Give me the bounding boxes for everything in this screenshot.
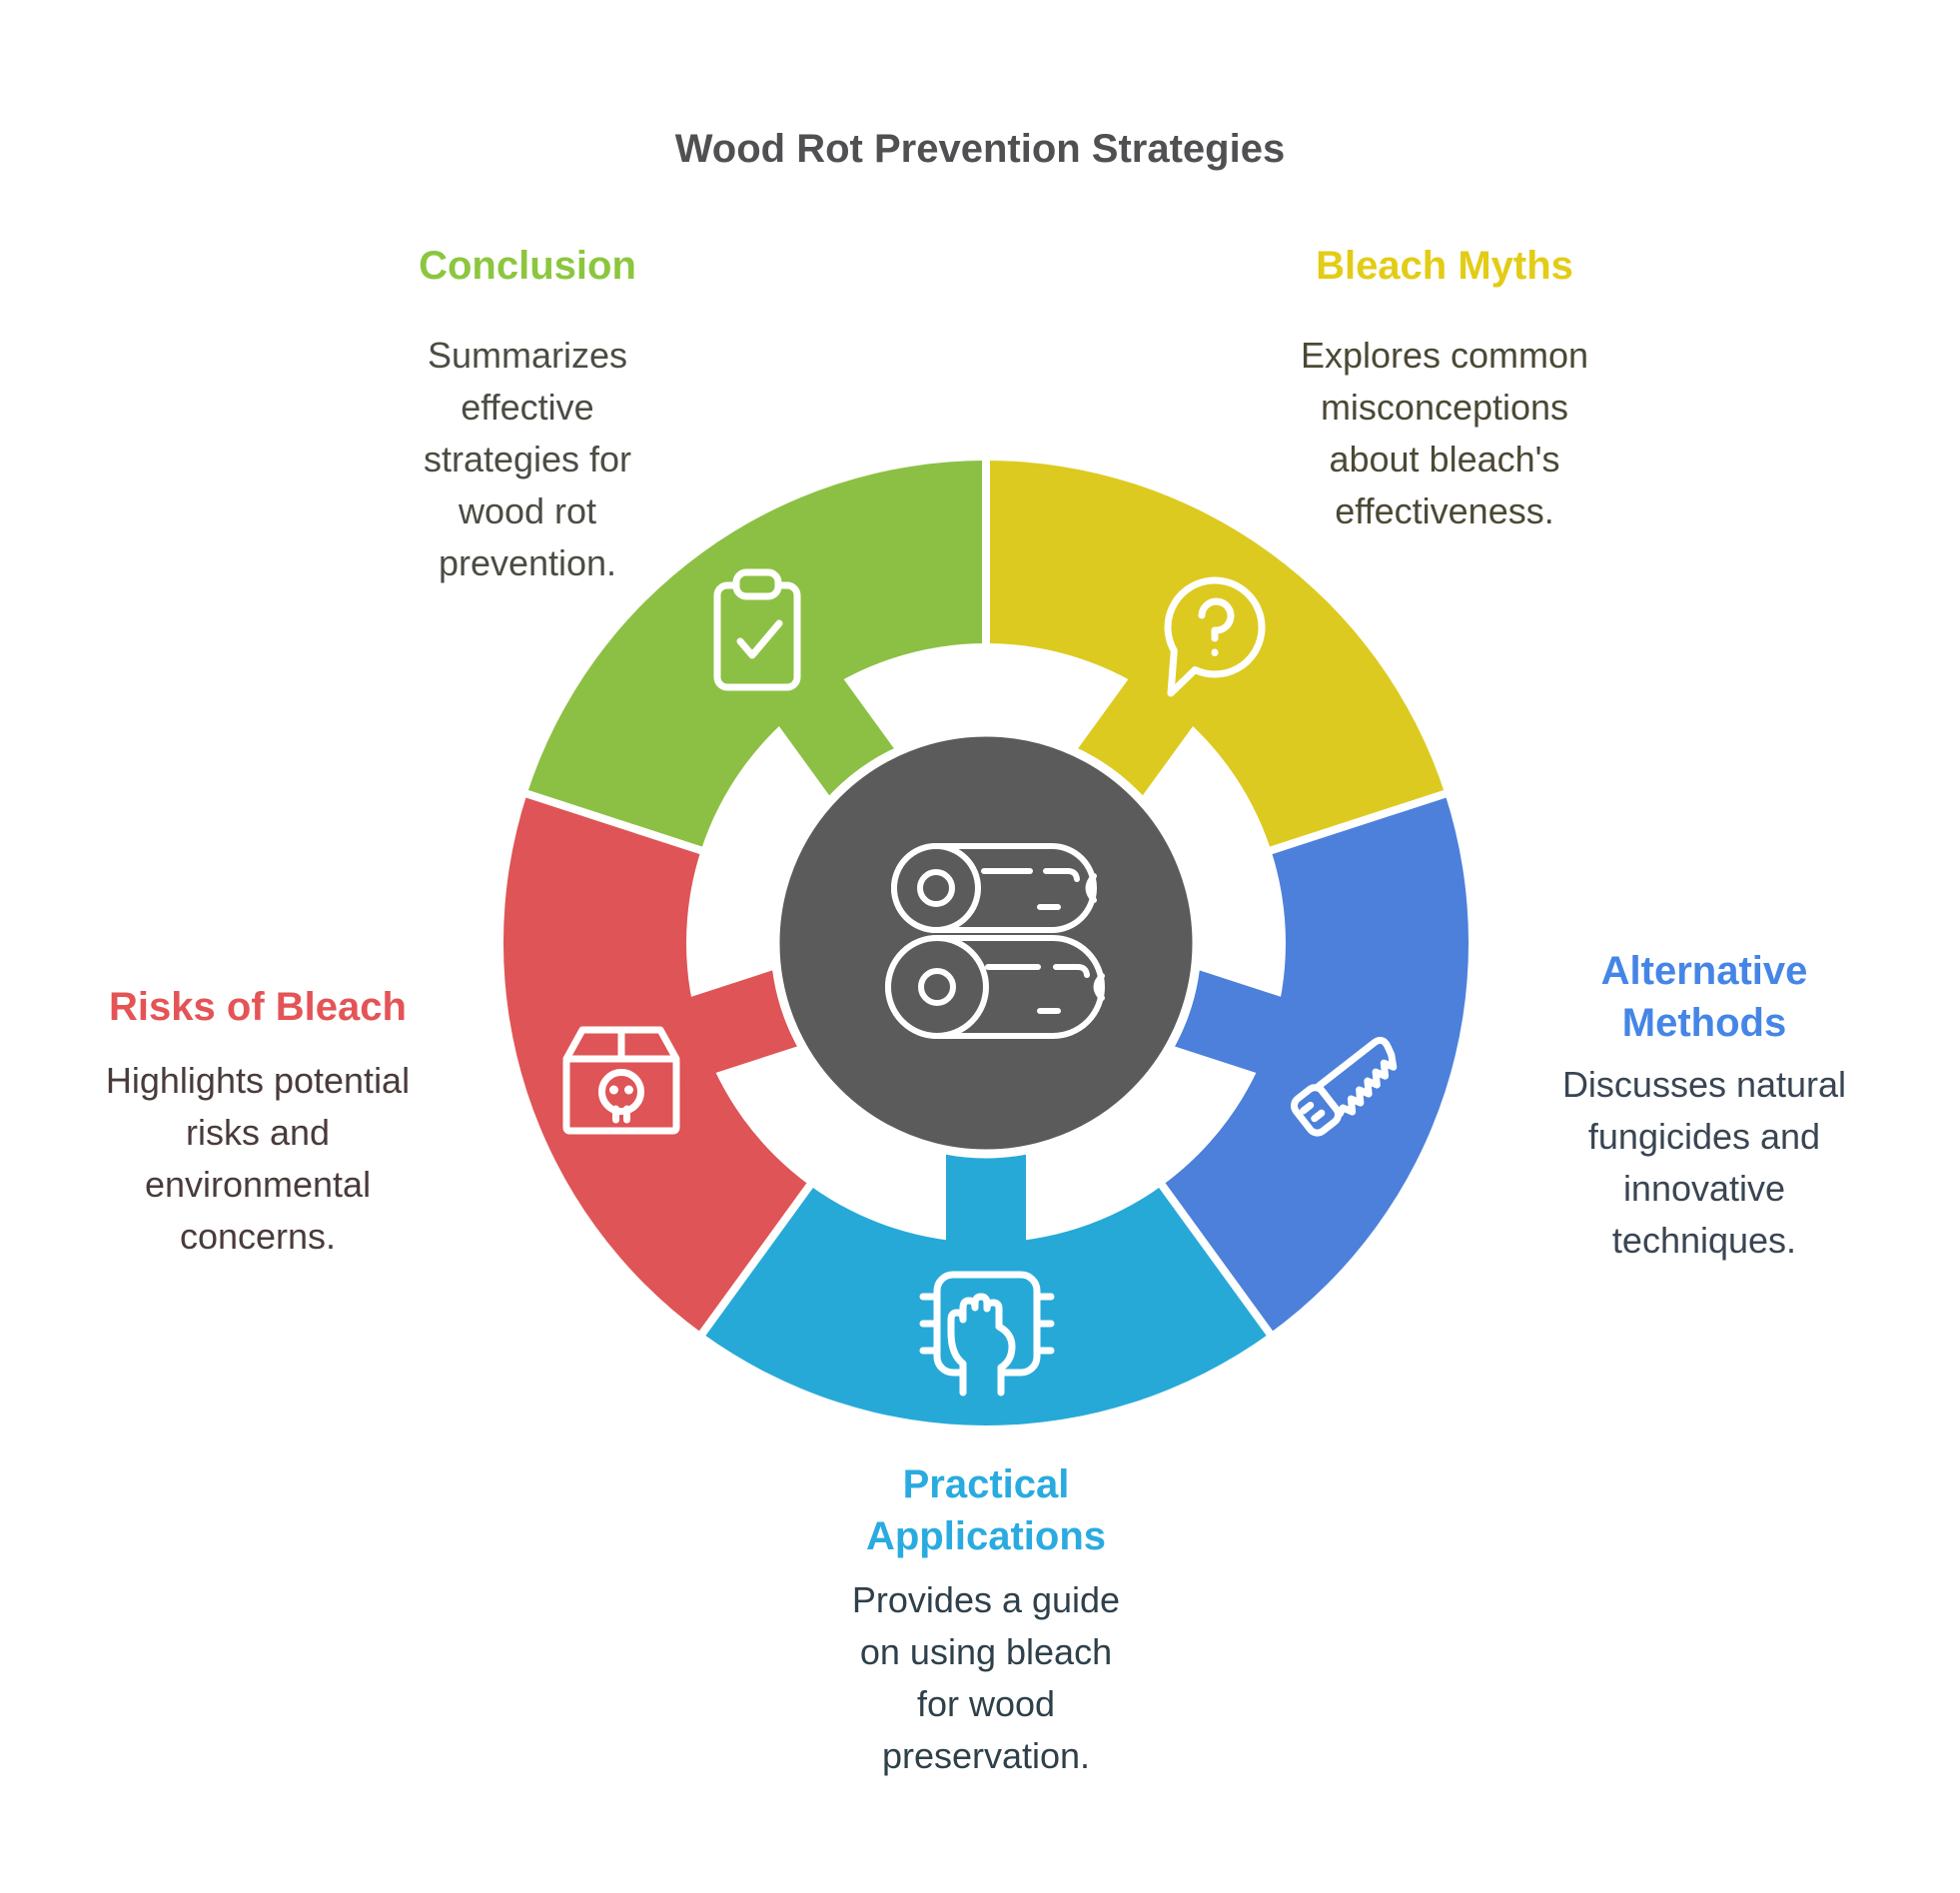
- wood-logs-icon: [885, 843, 1105, 1039]
- section-heading: Practical Applications: [865, 1462, 1107, 1558]
- section-label-bleach-myths: Bleach Myths Explores common misconcepti…: [1225, 240, 1664, 537]
- section-label-alternative-methods: Alternative Methods Discusses natural fu…: [1484, 945, 1924, 1267]
- section-description: Summarizes effective strategies for wood…: [423, 335, 632, 583]
- spoke-bleach-myths: [1071, 652, 1213, 805]
- question-bubble-icon: [1164, 576, 1266, 697]
- section-description: Explores common misconceptions about ble…: [1300, 335, 1589, 531]
- section-heading: Conclusion: [419, 244, 636, 288]
- segment-alternative-methods: [1162, 793, 1470, 1334]
- spoke-alternative-methods: [1163, 966, 1313, 1084]
- spoke-conclusion: [759, 652, 901, 805]
- segment-risks-of-bleach: [502, 793, 810, 1334]
- section-description: Highlights potential risks and environme…: [105, 1060, 411, 1257]
- hand-wipe-icon: [919, 1271, 1055, 1397]
- saw-icon: [1291, 1036, 1398, 1137]
- section-label-practical-applications: Practical Applications Provides a guide …: [766, 1458, 1206, 1782]
- section-description: Discusses natural fungicides and innovat…: [1561, 1064, 1847, 1261]
- section-heading: Bleach Myths: [1316, 244, 1573, 288]
- spoke-risks-of-bleach: [659, 966, 809, 1084]
- section-heading: Risks of Bleach: [109, 985, 407, 1029]
- toxic-package-icon: [562, 1026, 680, 1135]
- clipboard-check-icon: [713, 568, 801, 691]
- segment-separator: [682, 1167, 825, 1358]
- section-description: Provides a guide on using bleach for woo…: [851, 1579, 1121, 1776]
- page-title: Wood Rot Prevention Strategies: [674, 127, 1286, 171]
- section-heading: Alternative Methods: [1600, 949, 1808, 1045]
- segment-separator: [499, 781, 721, 861]
- section-label-risks-of-bleach: Risks of Bleach Highlights potential ris…: [38, 981, 478, 1263]
- section-label-conclusion: Conclusion Summarizes effective strategi…: [308, 240, 747, 589]
- segment-separator: [1147, 1167, 1290, 1358]
- segment-separator: [1251, 781, 1472, 861]
